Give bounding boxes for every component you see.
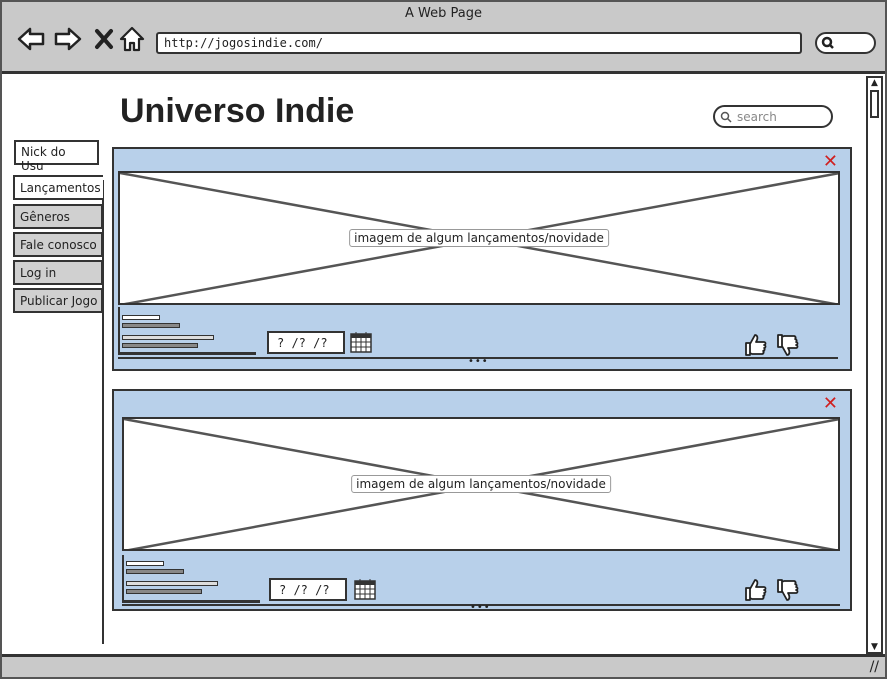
calendar-icon[interactable] — [354, 578, 376, 600]
resize-grip-icon[interactable]: // — [869, 659, 879, 675]
close-icon[interactable]: ✕ — [822, 151, 838, 172]
rating-chart — [118, 307, 256, 355]
search-icon — [720, 111, 732, 123]
scroll-down-arrow[interactable]: ▼ — [871, 642, 878, 652]
news-card: ✕ imagem de algum lançamentos/novidade ?… — [112, 389, 852, 613]
close-icon[interactable]: ✕ — [822, 393, 838, 414]
more-icon[interactable]: ••• — [468, 356, 489, 367]
browser-toolbar: A Web Page http://jogosindie.com/ — [2, 2, 885, 74]
stop-icon[interactable] — [90, 24, 120, 54]
rating-chart — [122, 555, 260, 603]
sidebar-item-publicar-jogo[interactable]: Publicar Jogo — [13, 288, 103, 313]
search-placeholder: search — [737, 110, 777, 124]
image-placeholder: imagem de algum lançamentos/novidade — [122, 417, 840, 551]
card-divider — [122, 604, 840, 606]
status-bar: // — [2, 654, 885, 677]
user-nick[interactable]: Nick do Usu — [14, 140, 99, 173]
date-field[interactable]: ? /? /? — [267, 331, 345, 354]
date-field[interactable]: ? /? /? — [269, 578, 347, 601]
calendar-icon[interactable] — [350, 331, 372, 353]
scroll-thumb[interactable] — [870, 90, 879, 118]
window-title: A Web Page — [405, 6, 482, 21]
forward-icon[interactable] — [53, 24, 83, 54]
news-card: ✕ imagem de algum lançamentos/novidade ?… — [112, 147, 852, 371]
sidebar-divider — [102, 180, 104, 644]
home-icon[interactable] — [118, 24, 148, 54]
dislike-icon[interactable] — [776, 333, 800, 357]
sidebar-item-log-in[interactable]: Log in — [13, 260, 103, 285]
dislike-icon[interactable] — [776, 578, 800, 602]
image-placeholder: imagem de algum lançamentos/novidade — [118, 171, 840, 305]
back-icon[interactable] — [16, 24, 46, 54]
like-icon[interactable] — [744, 333, 768, 357]
browser-search[interactable] — [815, 32, 876, 54]
page-title: Universo Indie — [120, 92, 355, 130]
search-input[interactable]: search — [713, 105, 833, 128]
address-bar[interactable]: http://jogosindie.com/ — [156, 32, 802, 54]
scroll-up-arrow[interactable]: ▲ — [871, 78, 878, 88]
search-icon — [821, 36, 834, 49]
more-icon[interactable]: ••• — [470, 602, 491, 613]
sidebar-item-lancamentos[interactable]: Lançamentos — [13, 175, 103, 200]
image-label: imagem de algum lançamentos/novidade — [349, 229, 609, 247]
like-icon[interactable] — [744, 578, 768, 602]
sidebar-item-fale-conosco[interactable]: Fale conosco — [13, 232, 103, 257]
card-divider — [118, 357, 838, 359]
vertical-scrollbar[interactable]: ▲ ▼ — [866, 76, 883, 654]
image-label: imagem de algum lançamentos/novidade — [351, 475, 611, 493]
sidebar-item-generos[interactable]: Gêneros — [13, 204, 103, 229]
